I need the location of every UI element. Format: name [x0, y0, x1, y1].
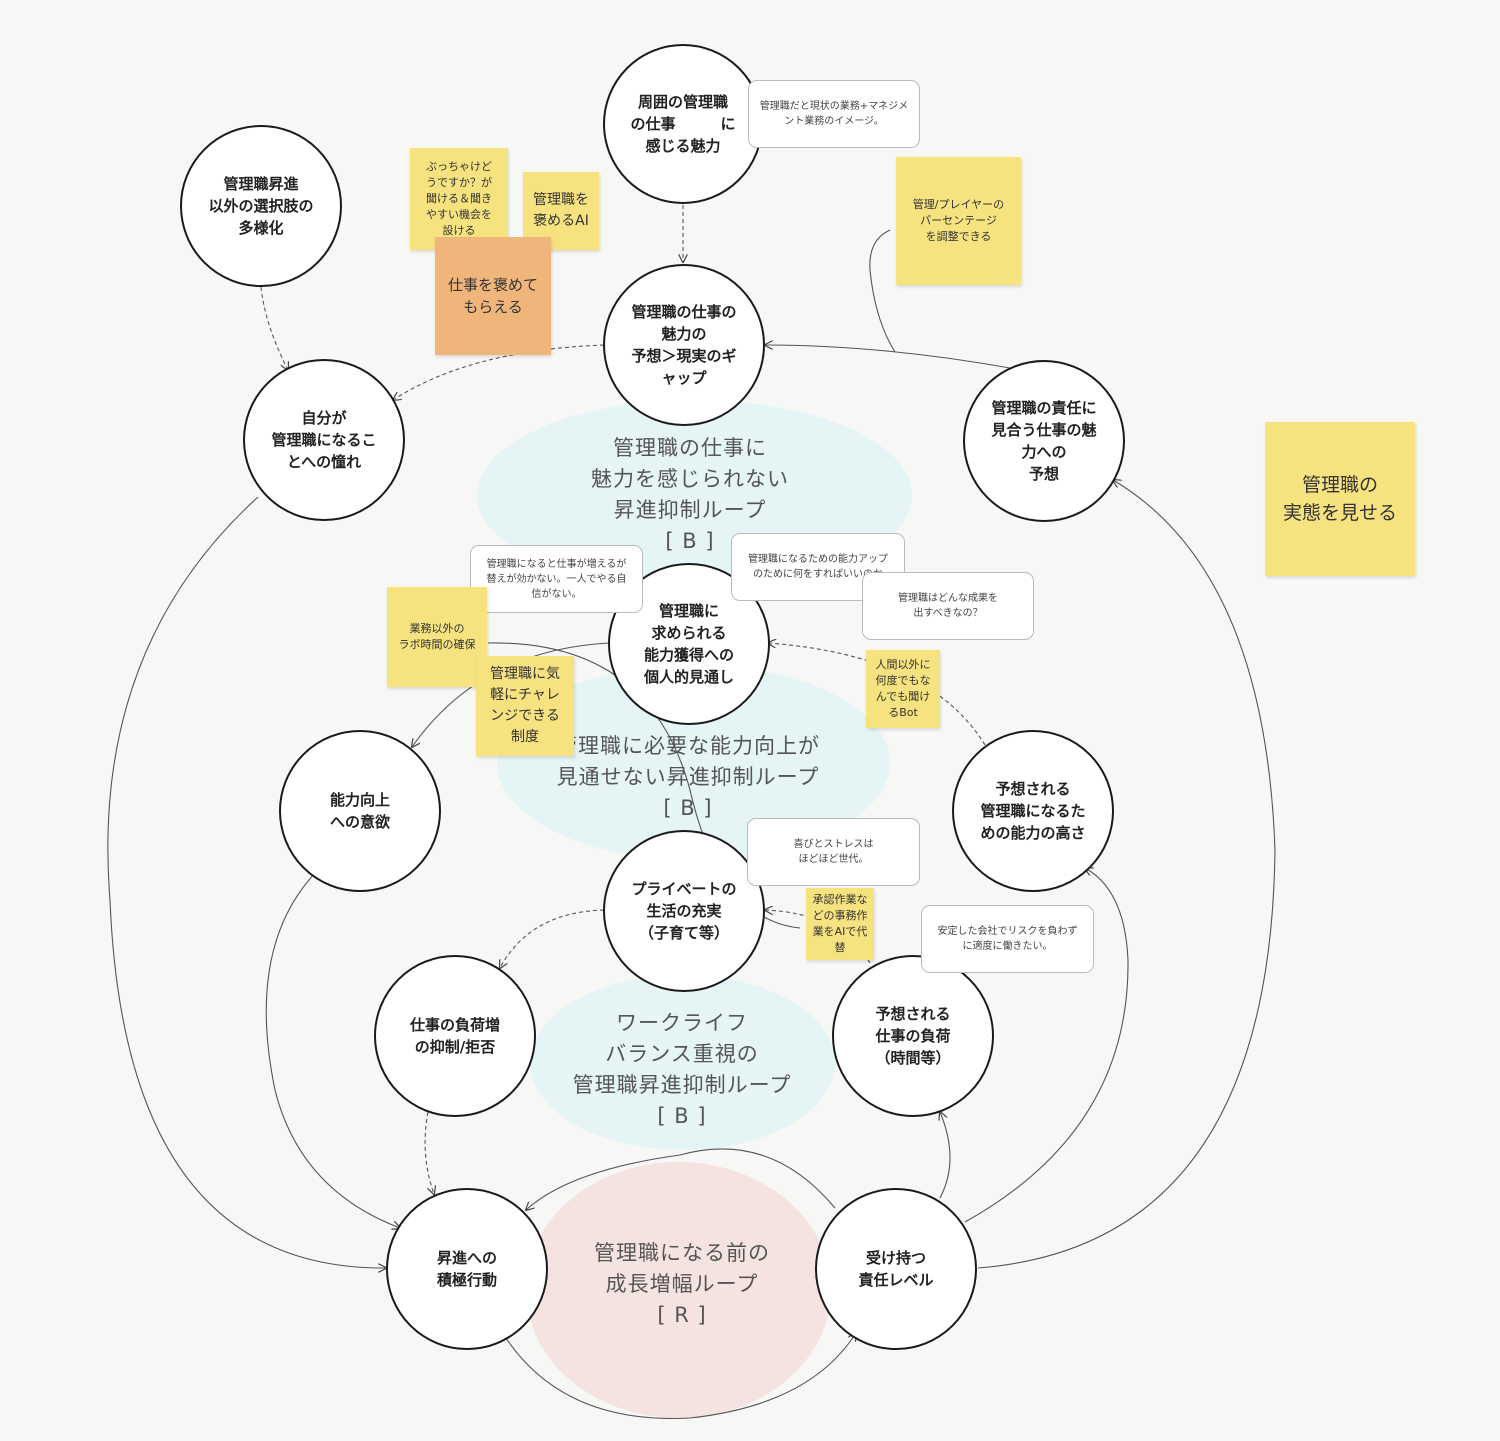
node-ability[interactable]: 予想される 管理職になるた めの能力の高さ [952, 730, 1114, 892]
arrow-level-to-ability [964, 868, 1129, 1223]
loop-area-growth [526, 1162, 831, 1418]
arrow-diversify-to-longing [260, 286, 288, 370]
arrow-reject-to-action [424, 1111, 434, 1194]
sticky-get-praised: 仕事を褒めて もらえる [435, 237, 551, 355]
arrow-action-to-level [501, 1332, 856, 1420]
node-motivation[interactable]: 能力向上 への意欲 [279, 730, 441, 892]
sticky-approval-ai: 承認作業な どの事務作 業をAIで代 替 [806, 888, 874, 960]
node-private[interactable]: プライベートの 生活の充実 （子育て等） [603, 830, 765, 992]
bubble-results: 管理職はどんな成果を 出すべきなの？ [862, 572, 1034, 640]
loop-area-worklife [530, 975, 835, 1150]
node-charm-around[interactable]: 周囲の管理職 の仕事 に 感じる魅力 [603, 44, 763, 204]
sticky-bot: 人間以外に 何度でもな んでも聞け るBot [866, 650, 940, 728]
loop-label-worklife: ワークライフ バランス重視の 管理職昇進抑制ループ [ B ] [572, 1011, 792, 1128]
arrow-respcharm-to-gap [765, 345, 1011, 369]
node-load[interactable]: 予想される 仕事の負荷 （時間等） [832, 955, 994, 1117]
arrow-longing-to-action [107, 496, 386, 1268]
line-percentage-to-respcharm [869, 229, 896, 353]
arrow-private-to-reject [500, 909, 605, 968]
sticky-show-reality: 管理職の 実態を見せる [1265, 422, 1415, 576]
sticky-frank-talk: ぶっちゃけど うですか？が 聞ける＆聞き やすい機会を 設ける [410, 148, 508, 250]
arrow-gap-to-longing [393, 344, 605, 400]
loop-label-charm: 管理職の仕事に 魅力を感じられない 昇進抑制ループ [ B ] [591, 436, 789, 553]
bubble-image: 管理職だと現状の業務+マネジメ ント業務のイメージ。 [748, 80, 920, 148]
arrow-level-to-respcharm [977, 480, 1276, 1269]
sticky-challenge: 管理職に気 軽にチャレ ンジできる 制度 [476, 656, 574, 756]
node-resp-level[interactable]: 受け持つ 責任レベル [815, 1188, 977, 1350]
arrow-motivation-to-action [265, 869, 400, 1228]
sticky-lab-time: 業務以外の ラボ時間の確保 [387, 587, 487, 687]
arrow-level-to-action [526, 1148, 836, 1210]
node-reject[interactable]: 仕事の負荷増 の抑制/拒否 [374, 955, 536, 1117]
bubble-joy: 喜びとストレスは ほどほど世代。 [747, 818, 920, 886]
node-diversify[interactable]: 管理職昇進 以外の選択肢の 多様化 [180, 125, 342, 287]
node-action[interactable]: 昇進への 積極行動 [386, 1188, 548, 1350]
loop-label-growth: 管理職になる前の 成長増幅ループ [ R ] [594, 1241, 770, 1327]
bubble-workload: 管理職になると仕事が増えるが 替えが効かない。一人でやる自 信がない。 [470, 545, 643, 613]
bubble-stable: 安定した会社でリスクを負わず に適度に働きたい。 [921, 905, 1094, 973]
sticky-percentage: 管理/プレイヤーの パーセンテージ を調整できる [896, 157, 1021, 285]
node-longing[interactable]: 自分が 管理職になるこ とへの憧れ [243, 359, 405, 521]
loop-label-ability: 管理職に必要な能力向上が 見通せない昇進抑制ループ [ B ] [556, 734, 820, 820]
arrow-level-to-load [940, 1112, 951, 1199]
node-resp-charm[interactable]: 管理職の責任に 見合う仕事の魅 力への 予想 [963, 360, 1125, 522]
node-gap[interactable]: 管理職の仕事の 魅力の 予想＞現実のギ ャップ [603, 264, 765, 426]
